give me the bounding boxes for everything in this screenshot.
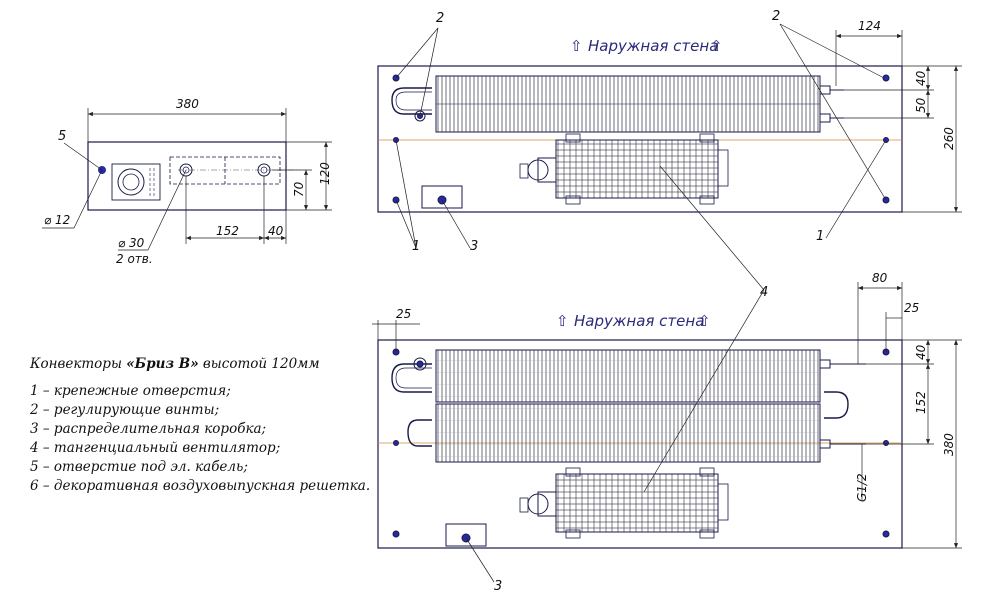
- side-view: [87, 108, 300, 211]
- pipe-hole-count: 2 отв.: [116, 252, 153, 266]
- side-dimensions: [42, 141, 332, 251]
- side-width-label: 380: [176, 97, 199, 111]
- legend-title-prefix: Конвекторы: [30, 356, 127, 372]
- legend-title-model: «Бриз В»: [126, 356, 199, 372]
- large-thread-label: G1/2: [855, 473, 869, 502]
- tag-screws-right: 2: [772, 9, 780, 24]
- tag-box-small: 3: [470, 239, 478, 254]
- large-pipe-offset-label: 40: [914, 344, 928, 360]
- tag-fan: 4: [760, 285, 768, 300]
- side-hole-offset-label: 40: [268, 224, 284, 238]
- legend-item-adjusting-screws: 2 – регулирующие винты;: [30, 402, 220, 418]
- side-body: [87, 141, 287, 211]
- small-width-label: 124: [858, 19, 881, 33]
- large-junction-box: [445, 523, 487, 547]
- tag-box-large: 3: [494, 579, 502, 594]
- legend-title: Конвекторы «Бриз В» высотой 120мм: [30, 356, 390, 372]
- large-pipe-spacing-label: 152: [914, 391, 928, 414]
- legend: Конвекторы «Бриз В» высотой 120мм 1 – кр…: [30, 356, 390, 496]
- small-pipe-offset-label: 40: [914, 70, 928, 86]
- large-heat-exchanger-upper: [435, 349, 821, 403]
- top-view-large: [377, 339, 903, 549]
- top-view-small: [377, 65, 903, 213]
- small-pipe-spacing-label: 50: [914, 97, 928, 113]
- side-fan-wheel: [117, 168, 145, 196]
- tag-screws-left: 2: [436, 11, 444, 26]
- tag-mount-right: 1: [816, 229, 824, 244]
- large-offset-left-label: 25: [396, 307, 411, 321]
- large-wall-arrow-left: ⇧: [556, 312, 569, 330]
- large-dimensions: [372, 165, 962, 583]
- cable-hole-diameter: ⌀ 12: [44, 213, 70, 227]
- legend-item-mount-holes: 1 – крепежные отверстия;: [30, 383, 231, 399]
- side-height-label: 120: [318, 162, 332, 185]
- side-hole-spacing-label: 152: [216, 224, 239, 238]
- legend-item-cable-hole: 5 – отверстие под эл. кабель;: [30, 459, 248, 475]
- small-length-label: 260: [942, 127, 956, 150]
- legend-item-junction-box: 3 – распределительная коробка;: [30, 421, 267, 437]
- large-outlet-edge-label: 25: [904, 301, 919, 315]
- small-dimensions: [395, 23, 962, 249]
- large-wall-label: Наружная стена: [574, 312, 704, 330]
- small-fan-grille: [555, 139, 719, 199]
- small-junction-box: [421, 185, 463, 209]
- legend-title-suffix: высотой 120мм: [198, 356, 320, 372]
- tag-mount-left: 1: [412, 239, 420, 254]
- pipe-hole-diameter: ⌀ 30: [118, 236, 145, 250]
- large-fan-grille: [555, 473, 719, 533]
- small-wall-arrow-left: ⇧: [570, 37, 583, 55]
- small-wall-label: Наружная стена: [588, 37, 718, 55]
- legend-item-fan: 4 – тангенциальный вентилятор;: [30, 440, 281, 456]
- large-length-label: 380: [942, 433, 956, 456]
- side-hole-height-label: 70: [292, 181, 306, 197]
- tag-cable-hole: 5: [58, 129, 66, 144]
- large-outlet-offset-label: 80: [872, 271, 888, 285]
- large-wall-arrow-right: ⇧: [698, 312, 711, 330]
- legend-item-grille: 6 – декоративная воздуховыпускная решетк…: [30, 478, 371, 494]
- large-heat-exchanger-lower: [435, 403, 821, 463]
- small-wall-arrow-right: ⇧: [710, 37, 723, 55]
- small-body: [377, 65, 903, 213]
